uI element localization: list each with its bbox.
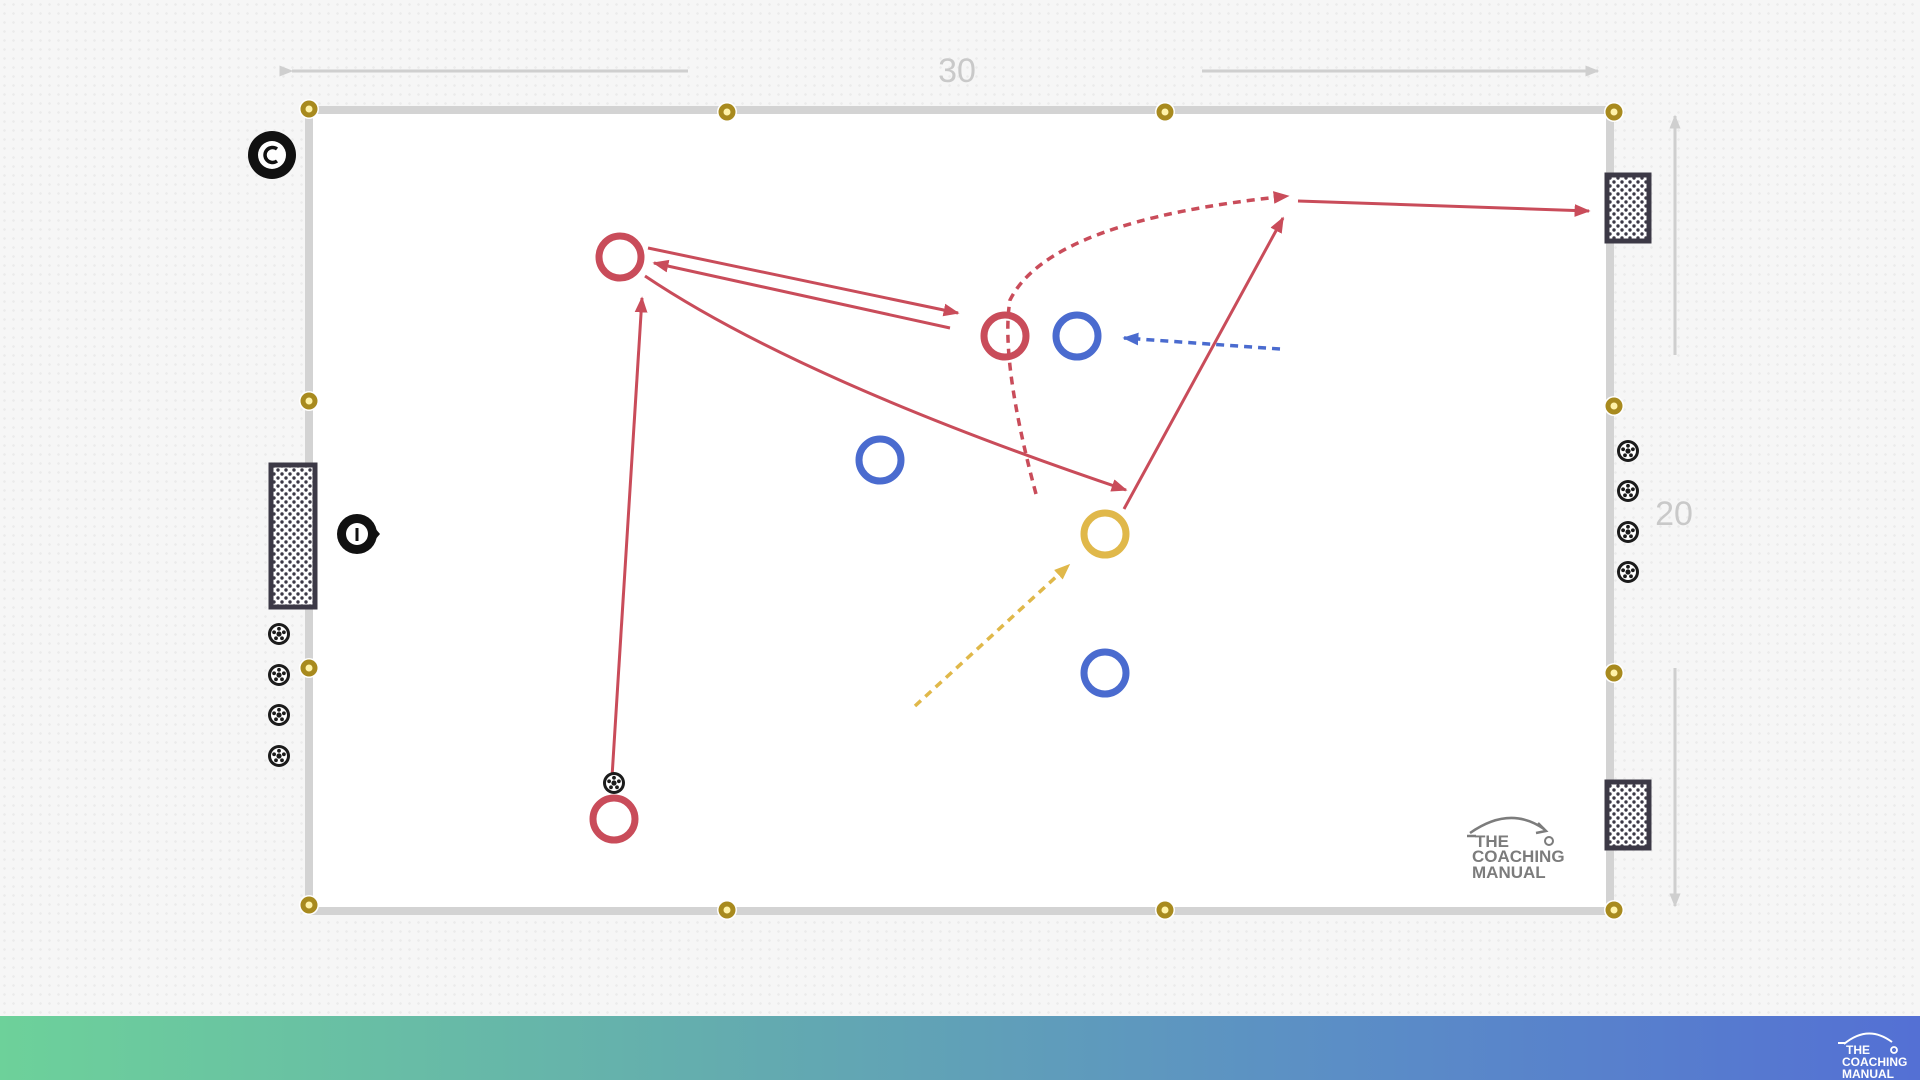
svg-text:COACHING: COACHING (1472, 847, 1565, 866)
svg-text:THE: THE (1846, 1043, 1870, 1057)
coach-icon (248, 131, 296, 179)
height-label: 20 (1655, 495, 1693, 533)
neutral-run-arrow (913, 563, 1071, 708)
soccer-ball-icon (603, 772, 625, 794)
cone-marker-icon (717, 900, 737, 920)
soccer-ball-icon (1617, 561, 1639, 583)
cone-marker-icon (299, 658, 319, 678)
players (589, 232, 1130, 844)
run-arrow (1006, 191, 1290, 495)
soccer-ball-icon (1617, 440, 1639, 462)
width-dimension: 30 (279, 52, 1600, 90)
cone-marker-icon (1604, 663, 1624, 683)
defender-player (1080, 648, 1130, 698)
pass-arrow (644, 274, 1128, 492)
pass-arrow (647, 246, 960, 317)
svg-text:MANUAL: MANUAL (1842, 1067, 1894, 1080)
cone-markers (299, 99, 1624, 920)
cone-marker-icon (299, 895, 319, 915)
cone-marker-icon (1155, 102, 1175, 122)
pass-arrow (610, 296, 648, 778)
defender-player (1052, 311, 1102, 361)
width-label: 30 (938, 52, 976, 90)
footer-bar: THE COACHING MANUAL (0, 1016, 1920, 1080)
footer-logo: THE COACHING MANUAL (1838, 1032, 1907, 1080)
svg-text:THE: THE (1475, 832, 1509, 851)
attacker-player (980, 311, 1030, 361)
svg-text:MANUAL: MANUAL (1472, 863, 1546, 882)
cone-marker-icon (1604, 900, 1624, 920)
cone-marker-icon (299, 391, 319, 411)
height-dimension: 20 (1655, 114, 1693, 908)
soccer-ball-icon (268, 745, 290, 767)
coaching-manual-logo: THE COACHING MANUAL (1467, 816, 1565, 882)
attacker-player (589, 794, 639, 844)
defender-player (855, 435, 905, 485)
cone-marker-icon (1155, 900, 1175, 920)
ball-supply-left (268, 623, 290, 767)
soccer-ball-icon (268, 623, 290, 645)
soccer-ball-icon (268, 704, 290, 726)
pitch-area (310, 110, 1614, 910)
ball-supply-right (1617, 440, 1639, 583)
cone-marker-icon (1604, 396, 1624, 416)
pass-arrow (652, 259, 951, 330)
attacker-player (595, 232, 645, 282)
svg-text:COACHING: COACHING (1842, 1055, 1907, 1069)
cone-marker-icon (717, 102, 737, 122)
movement-lines (610, 191, 1591, 778)
mini-goal-icon (1604, 779, 1652, 851)
soccer-ball-icon (1617, 521, 1639, 543)
server-icon (337, 514, 380, 554)
cone-marker-icon (1604, 102, 1624, 122)
soccer-ball-icon (1617, 480, 1639, 502)
neutral-player (1080, 509, 1130, 559)
mini-goal-icon (268, 462, 318, 610)
defender-run-arrow (1122, 332, 1281, 351)
pass-arrow (1122, 216, 1285, 510)
soccer-ball-icon (268, 664, 290, 686)
cone-marker-icon (299, 99, 319, 119)
shot-arrow (1297, 199, 1591, 217)
mini-goal-icon (1604, 172, 1652, 244)
